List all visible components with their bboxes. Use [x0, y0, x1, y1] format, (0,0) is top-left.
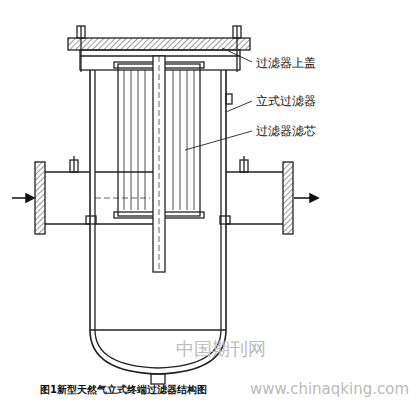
part-label: 立式过滤器	[256, 93, 316, 110]
figure-caption: 图1新型天然气立式终端过滤器结构图	[40, 383, 207, 397]
part-label: 过滤器上盖	[256, 55, 316, 72]
watermark: 中国期刊网	[176, 337, 266, 361]
watermark: www.chinaqking.com	[250, 380, 409, 398]
part-label: 过滤器滤芯	[256, 123, 316, 140]
